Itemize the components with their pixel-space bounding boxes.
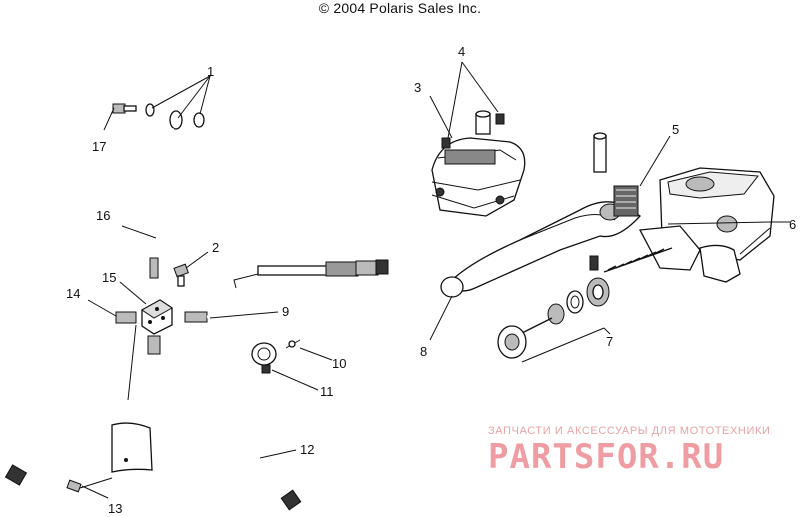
callout-17: 17 [92,139,106,154]
washer-2 [193,112,205,128]
part-9-brake-line [184,259,389,323]
part-11-clamp [251,342,277,374]
callout-1: 1 [207,64,214,79]
leader-lines [81,61,790,499]
part-4-screws [441,110,505,149]
part-8-lever [440,201,641,298]
part-2-fitting [173,263,189,287]
master-cylinder-body [638,167,775,283]
part-10-grommet [285,339,301,349]
callout-3: 3 [414,80,421,95]
copyright-text: © 2004 Polaris Sales Inc. [318,0,482,16]
watermark-tagline: ЗАПЧАСТИ И АКСЕССУАРЫ ДЛЯ МОТОТЕХНИКИ [488,425,770,437]
callout-10: 10 [332,356,346,371]
part-13-bracket [66,422,153,493]
watermark: ЗАПЧАСТИ И АКСЕССУАРЫ ДЛЯ МОТОТЕХНИКИ PA… [488,425,770,477]
callout-4: 4 [458,44,465,59]
callout-12: 12 [300,442,314,457]
callout-8: 8 [420,344,427,359]
pivot-pin [593,135,607,173]
callout-9: 9 [282,304,289,319]
banjo-fitting-top [169,110,183,130]
callout-16: 16 [96,208,110,223]
washer-1 [145,103,155,117]
callout-14: 14 [66,286,80,301]
part-17-bolt [112,103,137,114]
master-cylinder-assembly [431,110,775,363]
part-5-spring [613,185,639,217]
callout-2: 2 [212,240,219,255]
part-7-piston-kit [497,247,673,363]
part-15-junction-block [141,299,173,335]
callout-13: 13 [108,501,122,516]
callout-7: 7 [606,334,613,349]
part-3-cover [431,137,526,217]
callout-11: 11 [320,384,334,399]
callout-15: 15 [102,270,116,285]
watermark-brand: PARTSFOR.RU [488,437,724,477]
callout-5: 5 [672,122,679,137]
brake-line-assembly [4,103,389,511]
callout-numbers: 1 2 3 4 5 6 7 8 9 10 11 12 13 14 15 16 1… [66,44,796,516]
callout-6: 6 [789,217,796,232]
